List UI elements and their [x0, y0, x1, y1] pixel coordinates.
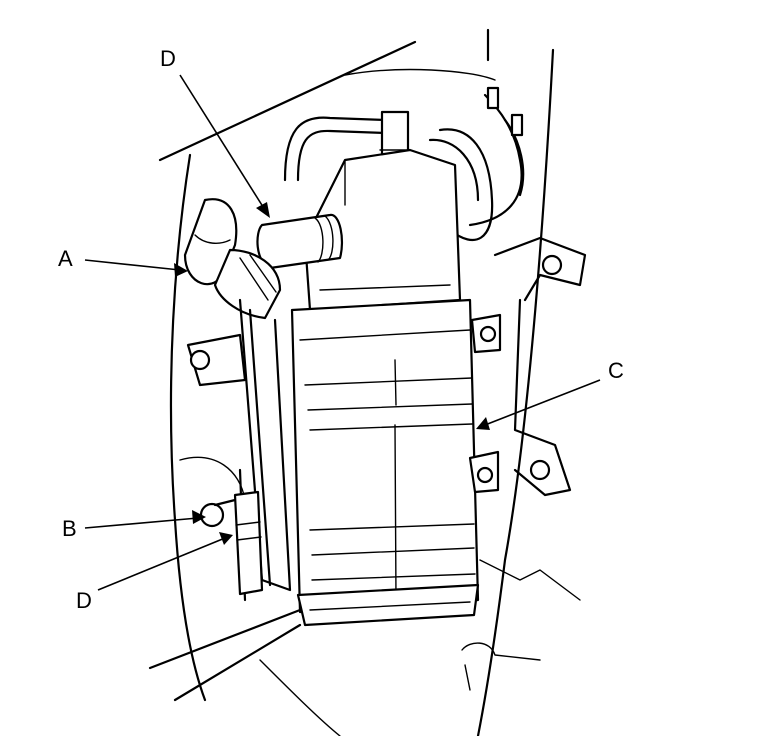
callout-c: C: [608, 358, 624, 383]
canister-top: [256, 148, 462, 312]
body-panel: [148, 28, 581, 736]
leader-lines: [84, 74, 601, 591]
callout-a: A: [58, 246, 73, 271]
canister-body: [290, 298, 480, 627]
callout-d-top: D: [160, 46, 176, 71]
callout-d-bottom: D: [76, 588, 92, 613]
elbow-fitting: [183, 198, 282, 320]
callout-b: B: [62, 516, 77, 541]
right-bracket: [468, 236, 587, 497]
lower-hose: [199, 490, 264, 596]
